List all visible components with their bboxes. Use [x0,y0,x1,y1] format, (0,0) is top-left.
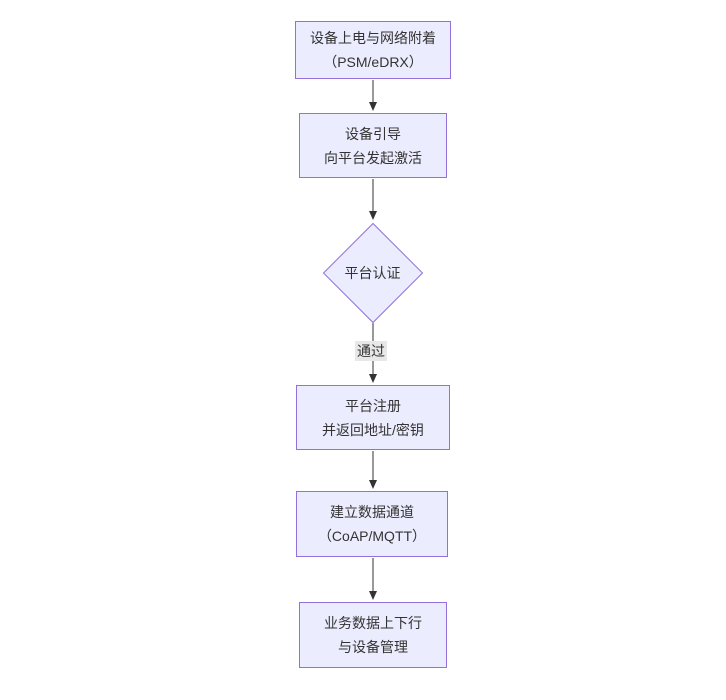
node-label-line: 设备引导 [345,125,401,142]
node-label-line: 业务数据上下行 [324,615,422,631]
node-label-line: 设备上电与网络附着 [310,30,436,46]
node-bootstrap: 设备引导 向平台发起激活 [299,113,447,178]
node-platform-auth: 平台认证 [322,222,423,323]
node-label-line: 与设备管理 [338,639,408,655]
edge-label-pass: 通过 [355,341,387,361]
node-label-line: （PSM/eDRX） [323,54,423,70]
node-platform-register: 平台注册 并返回地址/密钥 [296,385,450,450]
node-data-channel: 建立数据通道 （CoAP/MQTT） [296,491,448,557]
node-label-line: 平台认证 [344,264,401,281]
node-label-line: 并返回地址/密钥 [322,421,424,438]
node-label-line: 平台注册 [345,397,401,414]
node-business-mgmt: 业务数据上下行 与设备管理 [299,602,447,668]
node-label-line: （CoAP/MQTT） [317,528,427,544]
node-label-line: 向平台发起激活 [324,149,422,166]
node-label-line: 建立数据通道 [330,504,414,520]
node-power-attach: 设备上电与网络附着 （PSM/eDRX） [295,21,451,79]
